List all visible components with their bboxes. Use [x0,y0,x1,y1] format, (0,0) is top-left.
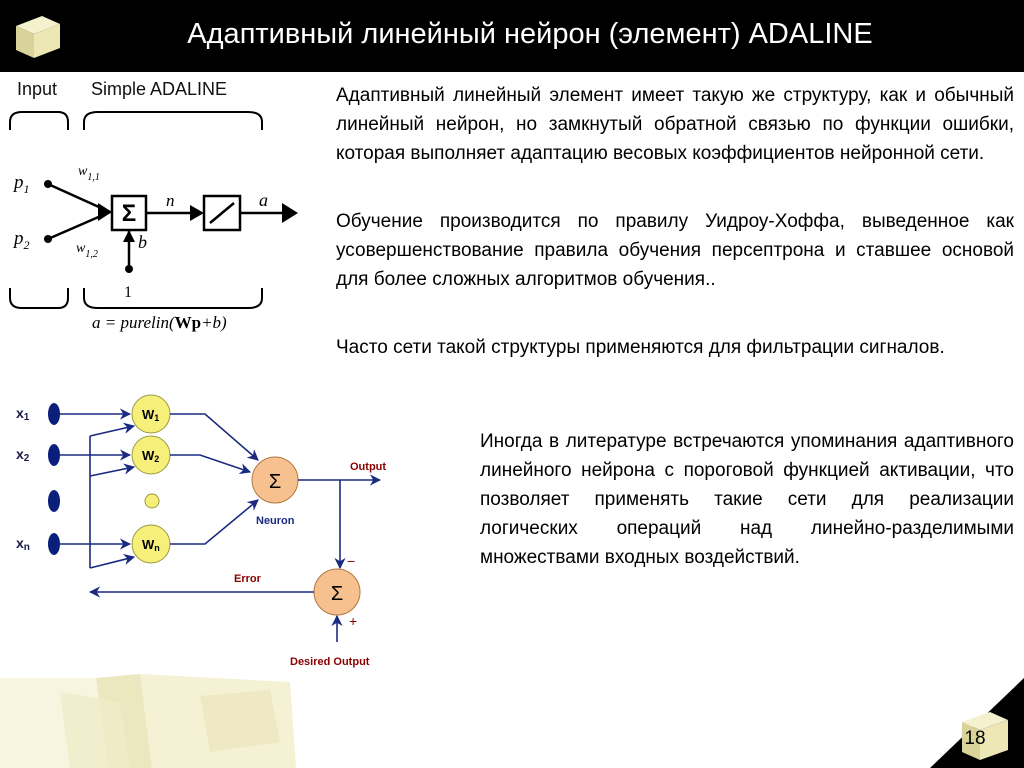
w11-label: w1,1 [78,164,100,183]
wn-to-neuron-line [170,499,259,545]
input-bottom-brace [9,288,69,309]
input-xn-dot [48,533,60,555]
w12-label: w1,2 [76,241,98,260]
error-label: Error [234,573,262,585]
page-number-cube-icon [962,712,1008,760]
formula: a = purelin(Wp+b) [92,313,227,332]
p2-label: p2 [12,228,30,252]
output-label: Output [350,461,386,473]
input-x1-dot [48,403,60,425]
wn-label: Wn [142,537,160,553]
sum-symbol: Σ [122,200,136,227]
xn-label: xn [16,535,30,553]
weight-arrowhead [98,203,112,221]
x1-label: x1 [16,405,30,423]
w2-to-neuron-line [170,454,252,475]
feedback-to-w2-line [89,463,136,477]
output-arrowhead [282,203,298,223]
purelin-symbol-icon [209,202,235,224]
title-bar: Адаптивный линейный нейрон (элемент) ADA… [0,0,1024,72]
a-label: a [259,190,268,210]
bias-arrowhead [123,230,135,242]
simple-adaline-label: Simple ADALINE [91,79,227,99]
w2-label: W2 [142,448,159,464]
w1-label: W1 [142,407,159,423]
error-sum-symbol: Σ [331,583,343,605]
adaline-network-diagram: x1 x2 xn W1 W2 Wn Σ Neuron Output − Σ + … [16,394,386,668]
b-label: b [138,232,147,252]
input-top-brace [9,111,69,130]
plus-label: + [349,613,357,629]
input-x2-dot [48,444,60,466]
net-arrowhead [190,205,204,221]
p1-label: p1 [12,172,30,196]
paragraph-training: Обучение производится по правилу Уидроу-… [336,211,1014,290]
decorative-footer [0,674,1024,768]
one-label: 1 [124,284,132,301]
adaline-block-diagram: Input Simple ADALINE p1 p2 w1,1 w1,2 Σ b… [9,79,298,332]
feedback-to-w1-line [89,422,136,437]
adaline-top-brace [83,111,263,130]
x2-label: x2 [16,446,30,464]
w1-to-neuron-line [170,413,259,461]
feedback-to-wn-line [89,554,136,569]
bias-dot [125,265,133,273]
cube-logo-icon [16,16,60,58]
neuron-sum-symbol: Σ [269,471,281,493]
input-ellipsis-dot [48,490,60,512]
desired-output-label: Desired Output [290,656,370,668]
page-number: 18 [964,728,986,749]
paragraph-filtering: Часто сети такой структуры применяются д… [336,337,945,358]
minus-label: − [347,553,355,569]
paragraph-threshold: Иногда в литературе встречаются упоминан… [480,431,1014,568]
slide-title: Адаптивный линейный нейрон (элемент) ADA… [187,18,873,50]
paragraph-structure: Адаптивный линейный элемент имеет такую … [336,85,1014,164]
neuron-label: Neuron [256,515,295,527]
adaline-bottom-brace [83,288,263,309]
n-label: n [166,191,175,210]
weight-node-ellipsis [144,493,160,509]
input-label: Input [17,79,57,99]
